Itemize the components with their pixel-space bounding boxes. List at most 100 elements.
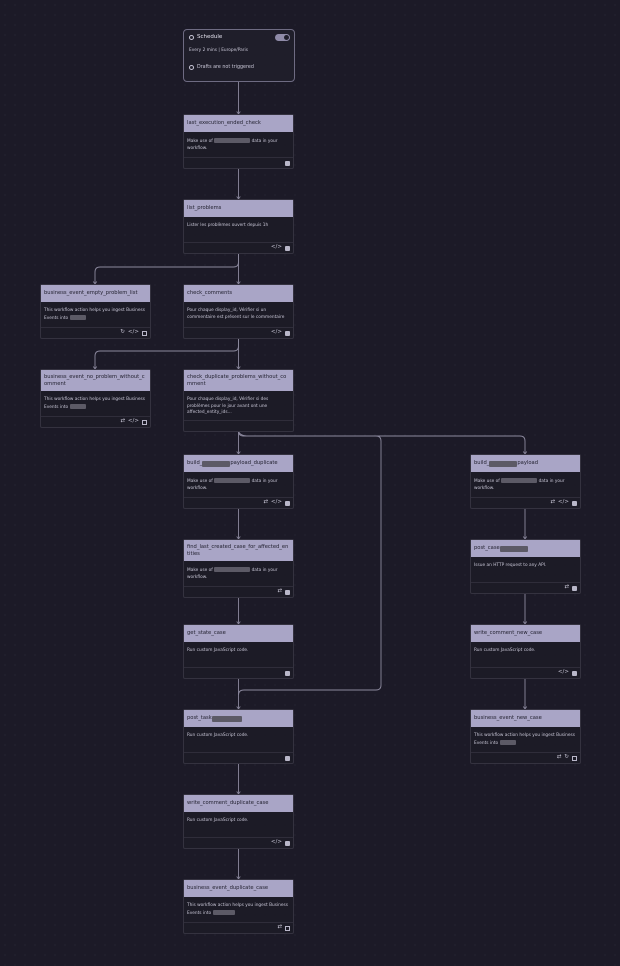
db-icon[interactable]: [285, 330, 290, 336]
node-description: Run custom JavaScript code.: [184, 642, 293, 667]
db-icon[interactable]: [285, 840, 290, 846]
code-icon[interactable]: </>: [270, 839, 282, 846]
node-title-prefix: build_: [187, 460, 203, 467]
node-description: Make use of data in your workflow.: [184, 561, 293, 586]
node-toolbar: [184, 752, 293, 763]
db-icon[interactable]: [285, 500, 290, 506]
node-toolbar: ⇄: [471, 582, 580, 593]
code-icon[interactable]: </>: [270, 499, 282, 506]
node-find-last[interactable]: find_last_created_case_for_affected_enti…: [183, 539, 294, 598]
db-icon[interactable]: [572, 500, 577, 506]
node-title: build_payload_duplicate: [184, 455, 293, 472]
node-check-dup[interactable]: check_duplicate_problems_without_comment…: [183, 369, 294, 432]
node-description: Lister les problèmes ouvert depuis 1h: [184, 217, 293, 242]
clock-icon: [189, 34, 194, 40]
code-icon[interactable]: </>: [557, 669, 569, 676]
redacted-block: [214, 567, 251, 572]
node-title-text: write_comment_new_case: [474, 630, 543, 637]
repeat-icon[interactable]: ⇄: [556, 754, 562, 761]
node-toolbar: ↻</>: [41, 327, 150, 338]
node-description-text: Make use of: [474, 479, 500, 484]
repeat-icon[interactable]: ⇄: [277, 924, 282, 931]
chart-icon[interactable]: [142, 330, 147, 336]
node-title: list_problems: [184, 200, 293, 217]
node-description-text: This workflow action helps you ingest Bu…: [44, 308, 146, 321]
repeat-icon[interactable]: ⇄: [564, 584, 569, 591]
chart-icon[interactable]: [572, 755, 577, 761]
db-icon[interactable]: [285, 245, 290, 251]
redacted-block: [214, 138, 251, 143]
db-icon[interactable]: [572, 670, 577, 676]
node-description: This workflow action helps you ingest Bu…: [184, 897, 293, 922]
node-description: This workflow action helps you ingest Bu…: [471, 727, 580, 752]
node-toolbar: [184, 667, 293, 678]
repeat-icon[interactable]: ⇄: [550, 499, 555, 506]
node-title: business_event_new_case: [471, 710, 580, 727]
node-description-text: Pour chaque display_id, Vérifier si des …: [187, 397, 269, 415]
code-icon[interactable]: </>: [127, 418, 139, 425]
node-be-no-problem[interactable]: business_event_no_problem_without_commen…: [40, 369, 151, 428]
code-icon[interactable]: </>: [127, 329, 139, 336]
redacted-block: [489, 460, 518, 467]
schedule-warning: Drafts are not triggered: [189, 65, 289, 70]
node-title: business_event_duplicate_case: [184, 880, 293, 897]
node-description-text: Pour chaque display_id, Vérifier si un c…: [187, 308, 285, 320]
chart-icon[interactable]: [285, 925, 290, 931]
repeat-icon[interactable]: ⇄: [263, 499, 268, 506]
code-icon[interactable]: </>: [270, 329, 282, 336]
node-title: check_comments: [184, 285, 293, 302]
node-description: Make use of data in your workflow.: [471, 472, 580, 497]
node-description-text: Run custom JavaScript code.: [187, 648, 249, 653]
node-description: Run custom JavaScript code.: [184, 727, 293, 752]
node-description-suffix: data in your workflow.: [474, 479, 565, 491]
node-description-text: Run custom JavaScript code.: [474, 648, 536, 653]
db-icon[interactable]: [285, 670, 290, 676]
repeat-icon[interactable]: ⇄: [120, 418, 125, 425]
node-title: business_event_no_problem_without_commen…: [41, 370, 150, 391]
node-description: Make use of data in your workflow.: [184, 472, 293, 497]
node-description-text: Issue an HTTP request to any API.: [474, 563, 547, 568]
node-description-text: Make use of: [187, 479, 213, 484]
node-title-suffix: payload: [517, 460, 538, 467]
schedule-toggle[interactable]: [275, 34, 290, 41]
node-title: post_task: [184, 710, 293, 727]
redacted-block: [202, 460, 231, 467]
node-title-text: check_duplicate_problems_without_comment: [187, 374, 287, 387]
code-icon[interactable]: </>: [270, 244, 282, 251]
refresh-icon[interactable]: ↻: [564, 754, 569, 761]
db-icon[interactable]: [285, 160, 290, 166]
db-icon[interactable]: [285, 589, 290, 595]
refresh-icon[interactable]: ↻: [120, 329, 125, 336]
node-toolbar: </>: [184, 327, 293, 338]
node-title: find_last_created_case_for_affected_enti…: [184, 540, 293, 561]
node-title-text: business_event_new_case: [474, 715, 542, 722]
node-title: business_event_empty_problem_list: [41, 285, 150, 302]
schedule-trigger[interactable]: Schedule Every 2 mins | Europe/Paris Dra…: [183, 29, 295, 82]
node-description-suffix: data in your workflow.: [187, 568, 278, 580]
redacted-block: [212, 909, 235, 915]
node-description: This workflow action helps you ingest Bu…: [41, 391, 150, 416]
node-title: write_comment_duplicate_case: [184, 795, 293, 812]
repeat-icon[interactable]: ⇄: [277, 588, 282, 595]
db-icon[interactable]: [572, 585, 577, 591]
chart-icon[interactable]: [142, 419, 147, 425]
db-icon[interactable]: [285, 755, 290, 761]
node-title: check_duplicate_problems_without_comment: [184, 370, 293, 391]
node-title-text: list_problems: [187, 205, 222, 212]
redacted-block: [499, 739, 516, 745]
code-icon[interactable]: </>: [557, 499, 569, 506]
node-description-suffix: data in your workflow.: [187, 139, 278, 151]
